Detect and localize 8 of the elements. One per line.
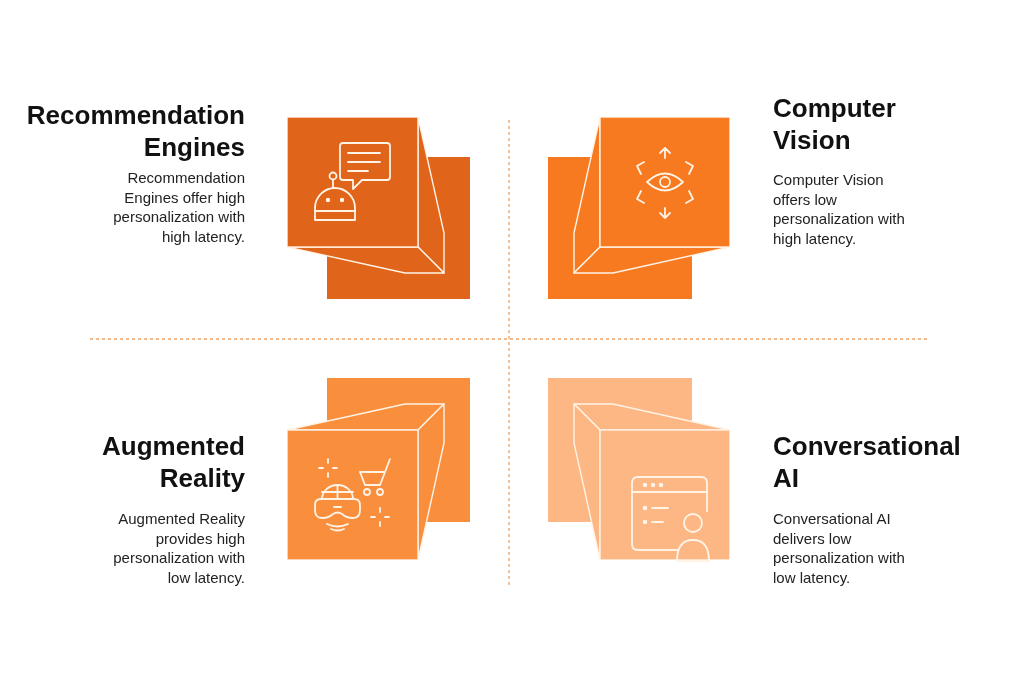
quadrant-heading: Conversational AI [773,430,962,494]
quadrant-description: Recommendation Engines offer high personalization with high latency. [112,168,245,246]
quadrant-heading: Recommendation Engines [25,99,245,163]
quadrant-heading: Augmented Reality [101,430,245,494]
quadrant-description: Augmented Reality provides high personalization with low latency. [112,509,245,587]
quadrant-description: Computer Vision offers low personalization with high latency. [773,170,906,248]
quadrant-description: Conversational AI delivers low personalization with low latency. [773,509,906,587]
quadrant-heading: Computer Vision [773,92,897,156]
